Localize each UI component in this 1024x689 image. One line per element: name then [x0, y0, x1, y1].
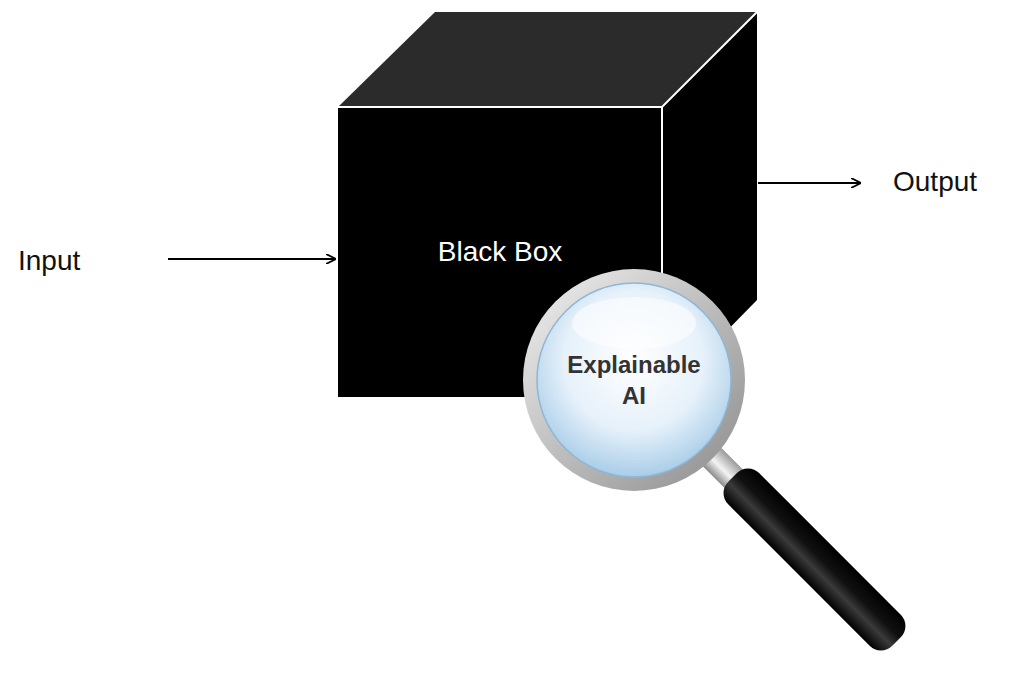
magnifier-lens: Explainable AI — [522, 268, 746, 492]
node-text: Black Box — [438, 234, 563, 270]
node-text: Explainable AI — [562, 349, 706, 411]
lens-outline — [522, 268, 746, 492]
output-arrow — [758, 182, 860, 184]
output-label: Output — [893, 166, 977, 198]
input-arrow — [168, 258, 335, 260]
input-label: Input — [18, 245, 80, 277]
magnifier-handle — [691, 436, 912, 657]
cube-edge — [338, 12, 757, 107]
